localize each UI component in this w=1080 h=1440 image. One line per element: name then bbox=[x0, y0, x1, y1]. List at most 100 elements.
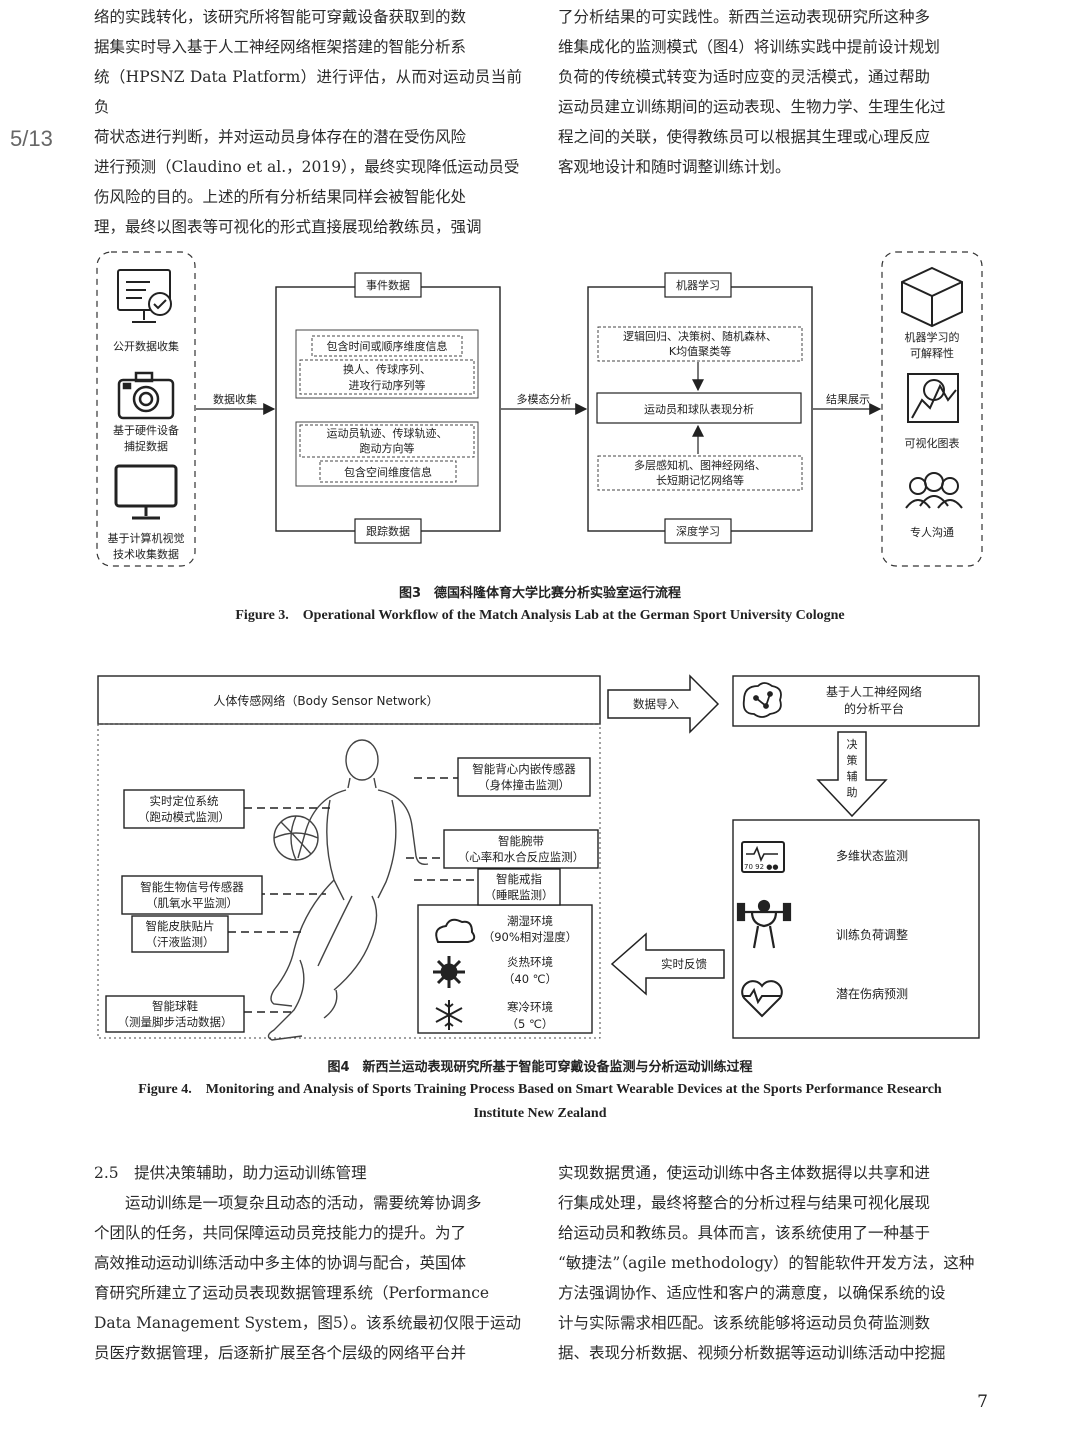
monitor-check-icon bbox=[117, 269, 172, 323]
figure-4-diagram: 人体传感网络（Body Sensor Network） 数据导入 基于人工神经网… bbox=[97, 674, 980, 1041]
text-line: 维集成化的监测模式（图4）将训练实践中提前设计规划 bbox=[558, 38, 940, 56]
bottom-right-column: 实现数据贯通，使运动训练中各主体数据得以共享和进 行集成处理，最终将整合的分析过… bbox=[558, 1158, 988, 1368]
fig4-env-cold-b: （5 ℃） bbox=[507, 1017, 554, 1031]
top-left-column: 络的实践转化，该研究所将智能可穿戴设备获取到的数 据集实时导入基于人工神经网络框… bbox=[94, 2, 522, 242]
fig4-patch-b: （汗液监测） bbox=[146, 935, 215, 949]
fig4-body-area bbox=[97, 723, 601, 1039]
fig4-feedback-arrow bbox=[610, 932, 725, 996]
top-right-column: 了分析结果的可实践性。新西兰运动表现研究所这种多 维集成化的监测模式（图4）将训… bbox=[558, 2, 988, 182]
text-line: 络的实践转化，该研究所将智能可穿戴设备获取到的数 bbox=[94, 8, 467, 26]
camera-icon bbox=[117, 371, 175, 420]
text-line: 高效推动运动训练活动中多主体的协调与配合，英国体 bbox=[94, 1254, 467, 1272]
fig3-arrow-collect-label: 数据收集 bbox=[213, 392, 257, 406]
fig4-env-humid-b: （90%相对湿度） bbox=[483, 930, 578, 944]
fig4-import-label: 数据导入 bbox=[633, 697, 679, 711]
heart-monitor-icon: 70 92 ●● bbox=[741, 841, 785, 873]
fig4-decision-1: 决 bbox=[847, 738, 858, 751]
fig4-env-humid-a: 潮湿环境 bbox=[507, 914, 553, 928]
figure-3-caption-cn: 图3 德国科隆体育大学比赛分析实验室运行流程 bbox=[398, 586, 682, 601]
text-line: 运动员建立训练期间的运动表现、生物力学、生理生化过 bbox=[558, 98, 946, 116]
fig4-wrist-a: 智能腕带 bbox=[498, 834, 544, 848]
figure-4-caption-en-a: Figure 4. Monitoring and Analysis of Spo… bbox=[138, 1082, 942, 1097]
text-line: 理，最终以图表等可视化的形式直接展现给教练员，强调 bbox=[94, 218, 482, 236]
fig4-platform-line-b: 的分析平台 bbox=[844, 701, 904, 716]
fig3-ml-line-1b: K均值聚类等 bbox=[669, 344, 731, 358]
text-line: 行集成处理，最终将整合的分析过程与结果可视化展现 bbox=[558, 1194, 931, 1212]
fig4-monitor-readout: 70 92 ●● bbox=[744, 863, 778, 871]
fig3-right-item-3: 专人沟通 bbox=[910, 525, 954, 539]
fig4-env-hot-a: 炎热环境 bbox=[507, 955, 553, 969]
fig4-output-3: 潜在伤病预测 bbox=[836, 986, 908, 1001]
fig3-right-group bbox=[881, 251, 983, 567]
fig3-right-item-1a: 机器学习的 bbox=[905, 330, 960, 344]
sun-icon bbox=[433, 956, 465, 988]
fig4-decision-2: 策 bbox=[847, 753, 858, 767]
fig3-center-label: 运动员和球队表现分析 bbox=[644, 402, 754, 416]
fig3-left-item-3a: 基于计算机视觉 bbox=[108, 531, 185, 545]
text-line: 给运动员和教练员。具体而言，该系统使用了一种基于 bbox=[558, 1224, 931, 1242]
text-line: 伤风险的目的。上述的所有分析结果同样会被智能化处 bbox=[94, 188, 467, 206]
fig3-right-item-1b: 可解释性 bbox=[910, 346, 954, 360]
fig3-track-line-2: 包含空间维度信息 bbox=[344, 465, 432, 479]
text-line: 统（HPSNZ Data Platform）进行评估，从而对运动员当前负 bbox=[94, 68, 522, 116]
fig4-feedback-label: 实时反馈 bbox=[661, 957, 707, 971]
fig3-dl-label: 深度学习 bbox=[676, 524, 720, 538]
fig3-track-line-1a: 运动员轨迹、传球轨迹、 bbox=[327, 426, 448, 440]
fig4-wrist-b: （心率和水合反应监测） bbox=[458, 850, 585, 864]
fig4-ring-b: （睡眠监测） bbox=[485, 888, 554, 902]
fig4-bio-b: （肌氧水平监测） bbox=[146, 896, 238, 910]
snowflake-icon bbox=[435, 1000, 463, 1030]
text-line: 实现数据贯通，使运动训练中各主体数据得以共享和进 bbox=[558, 1164, 931, 1182]
chart-visualization-icon bbox=[907, 373, 959, 423]
fig3-arrow-result-label: 结果展示 bbox=[826, 393, 870, 406]
figure-3-caption-en: Figure 3. Operational Workflow of the Ma… bbox=[235, 608, 845, 623]
text-line: 据集实时导入基于人工神经网络框架搭建的智能分析系 bbox=[94, 38, 467, 56]
fig4-vest-a: 智能背心内嵌传感器 bbox=[472, 762, 576, 776]
fig3-ml-label: 机器学习 bbox=[676, 278, 720, 292]
page-number: 7 bbox=[977, 1392, 988, 1412]
fig3-left-item-2b: 捕捉数据 bbox=[124, 439, 168, 453]
fig4-ring-a: 智能戒指 bbox=[496, 872, 542, 886]
fig4-outputs-box bbox=[732, 819, 980, 1039]
fig3-dl-line-1b: 长短期记忆网络等 bbox=[656, 473, 744, 487]
figure-3-diagram: 公开数据收集 基于硬件设备 捕捉数据 基于计算机视觉 技术收集数据 数据收集 事… bbox=[96, 251, 983, 567]
fig3-left-item-3b: 技术收集数据 bbox=[113, 547, 179, 561]
computer-monitor-icon bbox=[114, 464, 178, 520]
text-line: 计与实际需求相匹配。该系统能够将运动员负荷监测数 bbox=[558, 1314, 931, 1332]
fig3-arrow-multimodal-label: 多模态分析 bbox=[517, 392, 572, 406]
fig4-decision-arrow bbox=[816, 731, 888, 818]
cloud-icon bbox=[435, 918, 476, 943]
weightlifting-icon bbox=[736, 899, 792, 949]
page-indicator: 5/13 bbox=[10, 126, 53, 151]
fig3-tracking-data-label: 跟踪数据 bbox=[366, 524, 410, 538]
fig4-patch-a: 智能皮肤贴片 bbox=[146, 919, 215, 933]
fig4-platform-box bbox=[732, 675, 980, 727]
fig4-platform-line-a: 基于人工神经网络 bbox=[826, 684, 922, 699]
fig4-output-1: 多维状态监测 bbox=[836, 849, 908, 863]
fig3-left-group bbox=[96, 251, 196, 567]
fig3-left-item-2a: 基于硬件设备 bbox=[113, 423, 179, 437]
fig4-decision-3: 辅 bbox=[847, 769, 858, 783]
text-line: 员医疗数据管理，后逐新扩展至各个层级的网络平台并 bbox=[94, 1344, 467, 1362]
cube-icon bbox=[901, 266, 963, 328]
fig4-env-cold-a: 寒冷环境 bbox=[507, 1000, 553, 1014]
fig3-ml-line-1a: 逻辑回归、决策树、随机森林、 bbox=[623, 329, 777, 343]
people-icon bbox=[905, 472, 963, 509]
basketball-player-illustration bbox=[267, 739, 429, 1041]
fig3-event-line-2a: 换人、传球序列、 bbox=[343, 362, 431, 376]
section-title: 2.5 提供决策辅助，助力运动训练管理 bbox=[94, 1164, 367, 1182]
text-line: 程之间的关联，使得教练员可以根据其生理或心理反应 bbox=[558, 128, 931, 146]
text-line: Data Management System，图5）。该系统最初仅限于运动 bbox=[94, 1314, 522, 1332]
fig4-output-2: 训练负荷调整 bbox=[836, 927, 908, 942]
text-line: 据、表现分析数据、视频分析数据等运动训练活动中挖掘 bbox=[558, 1344, 946, 1362]
bottom-left-column: 2.5 提供决策辅助，助力运动训练管理 运动训练是一项复杂且动态的活动，需要统筹… bbox=[94, 1158, 522, 1368]
brain-network-icon bbox=[742, 682, 782, 718]
text-line: 客观地设计和随时调整训练计划。 bbox=[558, 158, 791, 176]
fig3-event-line-2b: 进攻行动序列等 bbox=[349, 378, 426, 392]
fig3-right-item-2: 可视化图表 bbox=[905, 436, 960, 450]
text-line: 荷状态进行判断，并对运动员身体存在的潜在受伤风险 bbox=[94, 128, 467, 146]
fig4-import-arrow bbox=[607, 674, 720, 734]
text-line: 负荷的传统模式转变为适时应变的灵活模式，通过帮助 bbox=[558, 68, 931, 86]
fig4-bio-a: 智能生物信号传感器 bbox=[140, 880, 244, 894]
fig4-shoe-b: （测量脚步活动数据） bbox=[118, 1015, 233, 1029]
